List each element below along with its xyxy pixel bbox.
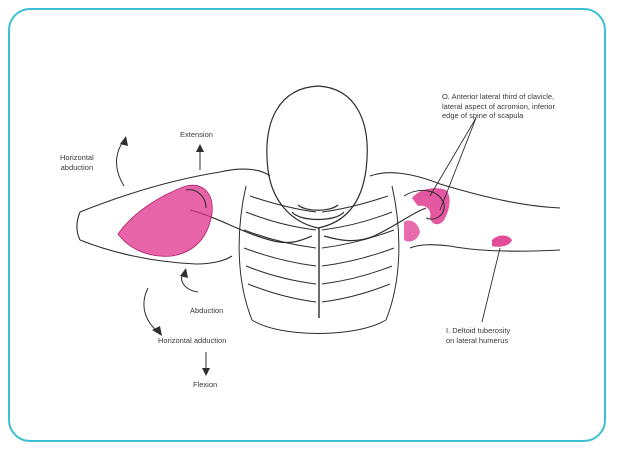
insertion-line-2: on lateral humerus [446, 336, 510, 346]
insertion-label: I. Deltoid tuberosity on lateral humerus [446, 326, 510, 345]
left-deltoid-muscle [118, 185, 212, 256]
insertion-line-1: I. Deltoid tuberosity [446, 326, 510, 336]
horizontal-abduction-line-2: abduction [60, 163, 94, 173]
origin-line-3: edge of spine of scapula [442, 111, 555, 121]
extension-label: Extension [180, 130, 213, 140]
rib-cage [239, 186, 399, 334]
origin-line-1: O. Anterior lateral third of clavicle, [442, 92, 555, 102]
horizontal-abduction-line-1: Horizontal [60, 153, 94, 163]
right-shoulder-attachments [404, 188, 512, 247]
abduction-label: Abduction [190, 306, 223, 316]
horizontal-abduction-label: Horizontal abduction [60, 153, 94, 172]
flexion-label: Flexion [193, 380, 217, 390]
origin-label: O. Anterior lateral third of clavicle, l… [442, 92, 555, 121]
horizontal-adduction-label: Horizontal adduction [158, 336, 226, 346]
origin-line-2: lateral aspect of acromion, inferior [442, 102, 555, 112]
